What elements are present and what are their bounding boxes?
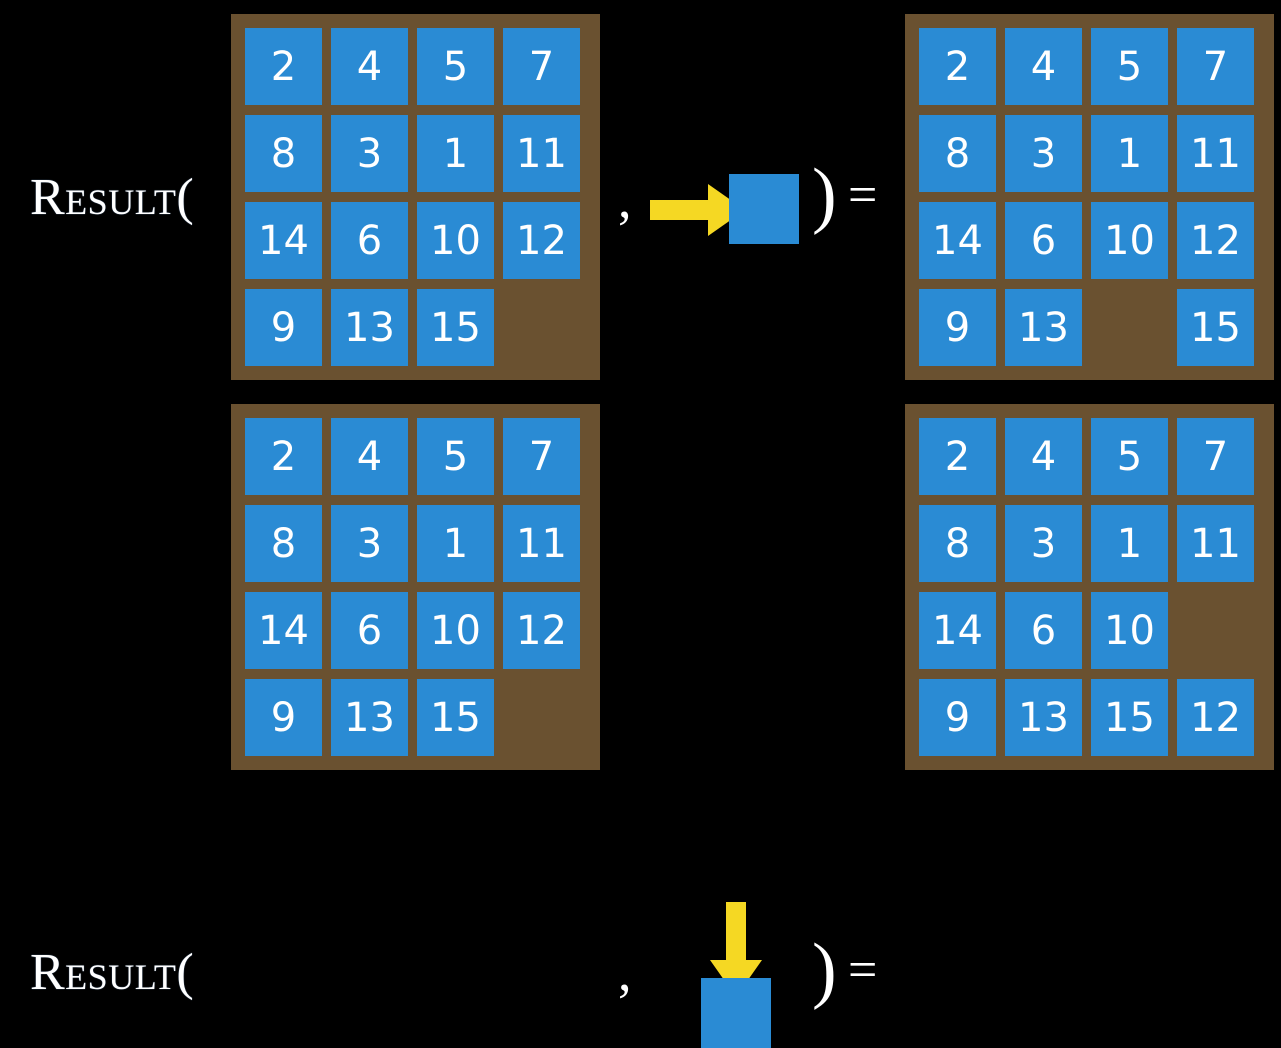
tile[interactable]: 10 xyxy=(417,202,494,279)
tile[interactable]: 2 xyxy=(919,28,996,105)
comma-separator-bottom: , xyxy=(618,942,632,1002)
blank-tile[interactable] xyxy=(1177,592,1254,669)
equals-sign-bottom: = xyxy=(848,942,878,999)
tile[interactable]: 4 xyxy=(1005,418,1082,495)
tile[interactable]: 7 xyxy=(503,418,580,495)
tile[interactable]: 5 xyxy=(417,418,494,495)
tile[interactable]: 5 xyxy=(1091,28,1168,105)
tile[interactable]: 11 xyxy=(1177,505,1254,582)
arrow-right-icon xyxy=(650,184,745,236)
tile[interactable]: 12 xyxy=(1177,202,1254,279)
tile[interactable]: 7 xyxy=(503,28,580,105)
tile[interactable]: 6 xyxy=(331,202,408,279)
tile[interactable]: 15 xyxy=(1091,679,1168,756)
tile[interactable]: 6 xyxy=(1005,202,1082,279)
tile[interactable]: 8 xyxy=(919,505,996,582)
result-label-top: Result( xyxy=(30,169,195,226)
tile[interactable]: 12 xyxy=(503,592,580,669)
comma-separator-top: , xyxy=(618,169,632,229)
equation-row-top: Result( 2 4 5 7 8 3 1 11 14 6 10 12 9 13… xyxy=(0,0,1281,390)
tile[interactable]: 11 xyxy=(1177,115,1254,192)
output-board-top-grid: 2 4 5 7 8 3 1 11 14 6 10 12 9 13 15 xyxy=(919,28,1260,366)
blank-tile[interactable] xyxy=(1091,289,1168,366)
tile[interactable]: 14 xyxy=(245,202,322,279)
tile[interactable]: 3 xyxy=(331,505,408,582)
tile[interactable]: 10 xyxy=(1091,202,1168,279)
blank-tile[interactable] xyxy=(503,679,580,756)
tile[interactable]: 8 xyxy=(245,115,322,192)
input-board-top-grid: 2 4 5 7 8 3 1 11 14 6 10 12 9 13 15 xyxy=(245,28,586,366)
tile[interactable]: 4 xyxy=(1005,28,1082,105)
tile[interactable]: 13 xyxy=(1005,679,1082,756)
tile[interactable]: 11 xyxy=(503,505,580,582)
tile[interactable]: 9 xyxy=(245,289,322,366)
input-board-top: 2 4 5 7 8 3 1 11 14 6 10 12 9 13 15 xyxy=(231,14,600,380)
result-label-bottom: Result( xyxy=(30,944,195,1001)
tile[interactable]: 13 xyxy=(331,289,408,366)
tile[interactable]: 7 xyxy=(1177,418,1254,495)
tile[interactable]: 15 xyxy=(417,289,494,366)
equation-row-bottom: Result( 2 4 5 7 8 3 1 11 14 6 10 12 9 13… xyxy=(0,390,1281,1048)
tile[interactable]: 2 xyxy=(919,418,996,495)
tile[interactable]: 9 xyxy=(919,679,996,756)
tile[interactable]: 10 xyxy=(1091,592,1168,669)
tile[interactable]: 14 xyxy=(245,592,322,669)
tile[interactable]: 3 xyxy=(1005,115,1082,192)
output-board-top: 2 4 5 7 8 3 1 11 14 6 10 12 9 13 15 xyxy=(905,14,1274,380)
tile[interactable]: 6 xyxy=(1005,592,1082,669)
tile[interactable]: 2 xyxy=(245,418,322,495)
tile[interactable]: 2 xyxy=(245,28,322,105)
equals-sign-top: = xyxy=(848,167,878,224)
tile[interactable]: 14 xyxy=(919,592,996,669)
tile[interactable]: 8 xyxy=(919,115,996,192)
tile[interactable]: 5 xyxy=(1091,418,1168,495)
tile[interactable]: 12 xyxy=(503,202,580,279)
tile[interactable]: 1 xyxy=(417,115,494,192)
close-paren-bottom: ) xyxy=(812,929,837,1011)
input-board-bottom-grid: 2 4 5 7 8 3 1 11 14 6 10 12 9 13 15 xyxy=(245,418,586,756)
tile[interactable]: 3 xyxy=(1005,505,1082,582)
close-paren-top: ) xyxy=(812,154,837,236)
tile[interactable]: 8 xyxy=(245,505,322,582)
tile[interactable]: 11 xyxy=(503,115,580,192)
output-board-bottom: 2 4 5 7 8 3 1 11 14 6 10 9 13 15 12 xyxy=(905,404,1274,770)
blank-tile[interactable] xyxy=(503,289,580,366)
input-board-bottom: 2 4 5 7 8 3 1 11 14 6 10 12 9 13 15 xyxy=(231,404,600,770)
tile[interactable]: 7 xyxy=(1177,28,1254,105)
tile[interactable]: 1 xyxy=(1091,115,1168,192)
blank-tile-glyph-bottom xyxy=(701,978,771,1048)
tile[interactable]: 14 xyxy=(919,202,996,279)
tile[interactable]: 9 xyxy=(919,289,996,366)
tile[interactable]: 13 xyxy=(1005,289,1082,366)
tile[interactable]: 13 xyxy=(331,679,408,756)
tile[interactable]: 9 xyxy=(245,679,322,756)
operator-area-bottom: , ) = xyxy=(600,390,905,1048)
tile[interactable]: 1 xyxy=(1091,505,1168,582)
output-board-bottom-grid: 2 4 5 7 8 3 1 11 14 6 10 9 13 15 12 xyxy=(919,418,1260,756)
tile[interactable]: 3 xyxy=(331,115,408,192)
operator-area-top: , ) = xyxy=(600,0,905,390)
tile[interactable]: 10 xyxy=(417,592,494,669)
tile[interactable]: 15 xyxy=(417,679,494,756)
tile[interactable]: 4 xyxy=(331,28,408,105)
blank-tile-glyph-top xyxy=(729,174,799,244)
tile[interactable]: 15 xyxy=(1177,289,1254,366)
tile[interactable]: 12 xyxy=(1177,679,1254,756)
tile[interactable]: 4 xyxy=(331,418,408,495)
tile[interactable]: 6 xyxy=(331,592,408,669)
tile[interactable]: 5 xyxy=(417,28,494,105)
tile[interactable]: 1 xyxy=(417,505,494,582)
